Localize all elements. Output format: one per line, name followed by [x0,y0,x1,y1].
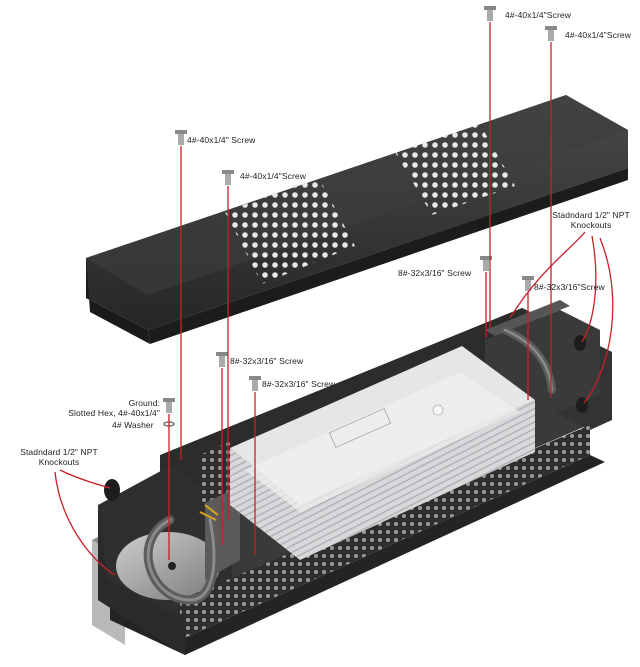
screw-8-1-icon [480,256,492,271]
label-knockouts-left: Stadndard 1/2" NPT Knockouts [4,447,114,467]
label-screw-8-4: 8#-32x3/16" Screw [262,379,336,389]
screw-cover-2-icon [222,170,234,185]
screw-top-1-icon [484,6,496,21]
label-knockouts-right-line1: Stadndard 1/2" NPT [552,210,630,220]
screw-8-4-icon [249,376,261,391]
vent-grid-right [395,124,515,215]
label-screw-8-3: 8#-32x3/16" Screw [230,356,304,366]
ground-screw-icon [163,398,175,413]
label-ground-line2: Slotted Hex, 4#-40x1/4" [68,408,160,418]
label-screw-cover-1: 4#-40x1/4" Screw [187,135,256,145]
label-screw-cover-2: 4#-40x1/4"Screw [240,171,306,181]
screw-cover-1-icon [175,130,187,145]
knockout-left [104,479,120,501]
label-knockouts-right: Stadndard 1/2" NPT Knockouts [546,210,636,230]
label-knockouts-right-line2: Knockouts [570,220,612,230]
label-knockouts-left-line1: Stadndard 1/2" NPT [20,447,98,457]
leader-lines [54,22,614,576]
screws [163,6,557,427]
label-ground-line1: Ground: [128,398,160,408]
top-cover [86,95,628,344]
label-washer: 4# Washer [112,420,154,430]
screw-8-3-icon [216,352,228,367]
label-screw-8-1: 8#-32x3/16" Screw [398,268,472,278]
label-knockouts-left-line2: Knockouts [38,457,80,467]
led-driver [230,346,535,560]
screw-8-2-icon [522,276,534,291]
screw-top-2-icon [545,26,557,41]
label-screw-8-2: 8#-32x3/16"Screw [534,282,605,292]
front-mesh-wall [180,425,590,640]
label-screw-top-2: 4#-40x1/4"Screw [565,30,631,40]
label-screw-top-1: 4#-40x1/4"Screw [505,10,571,20]
label-ground: Ground: Slotted Hex, 4#-40x1/4" [56,398,160,418]
vent-grid-left [225,176,355,284]
